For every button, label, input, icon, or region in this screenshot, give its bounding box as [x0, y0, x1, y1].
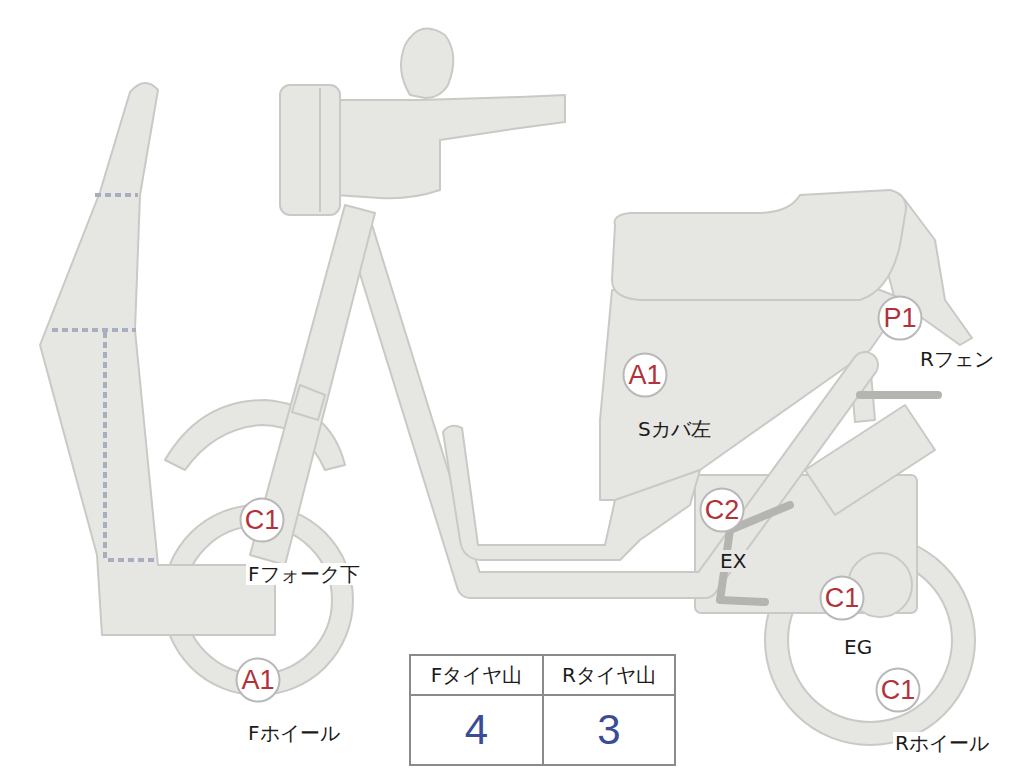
table-header: Rタイヤ山: [543, 662, 675, 689]
part-name: Fフォーク下: [246, 563, 362, 585]
callout-circle: P1Rフェン: [877, 295, 923, 341]
callout-number: C1: [875, 667, 921, 713]
panel-seam: [52, 328, 136, 332]
callout-number: P1: [877, 295, 923, 341]
table-header: Fタイヤ山: [410, 662, 543, 689]
callout-circle: A1Fホイール: [235, 657, 281, 703]
part-name: Fホイール: [246, 722, 342, 744]
callout-number: A1: [235, 657, 281, 703]
panel-seam: [108, 558, 156, 562]
callout-number: A1: [622, 352, 668, 398]
callout-number: C1: [239, 497, 285, 543]
panel-seam: [95, 193, 138, 197]
mirror: [401, 28, 453, 98]
callout-circle: C1EG: [819, 575, 865, 621]
callout-circle: A1Sカバ左: [622, 352, 668, 398]
seat: [612, 190, 906, 300]
table-frame: [410, 655, 675, 765]
headlight: [280, 85, 340, 215]
part-name: Rフェン: [918, 348, 996, 370]
table-rule: [542, 655, 544, 765]
callout-circle: C1Fフォーク下: [239, 497, 285, 543]
frame-tube-outline: [360, 230, 865, 585]
fork-collar: [292, 385, 325, 420]
handlebar: [330, 95, 565, 198]
part-name: EG: [842, 636, 874, 658]
frame-tube: [360, 230, 865, 585]
part-name: Rホイール: [893, 732, 991, 754]
callout-number: C2: [699, 487, 745, 533]
part-name: Sカバ左: [636, 418, 713, 440]
panel-seam: [103, 332, 107, 558]
table-value: 3: [543, 706, 675, 754]
leg-shield: [40, 83, 275, 635]
callout-number: C1: [819, 575, 865, 621]
floor-board: [443, 426, 700, 560]
callout-circle: C2EX: [699, 487, 745, 533]
part-name: EX: [718, 550, 748, 572]
headlight-rim: [319, 88, 321, 212]
table-value: 4: [410, 706, 543, 754]
shock-rod: [860, 391, 938, 399]
callout-circle: C1Rホイール: [875, 667, 921, 713]
